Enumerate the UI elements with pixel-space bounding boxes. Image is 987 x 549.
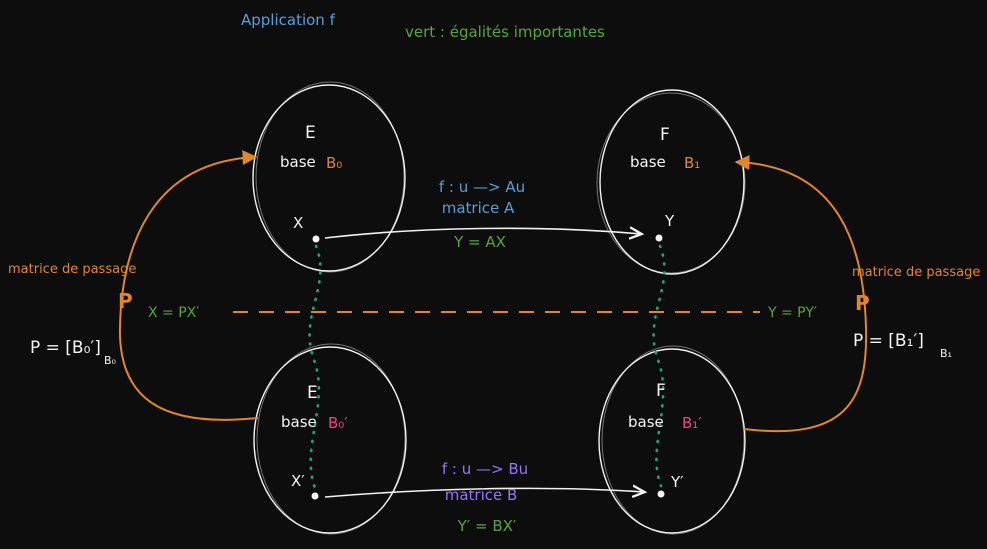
left-passage-formula: P = [B₀′]	[30, 338, 101, 358]
x-to-xprime-dotted	[308, 244, 322, 490]
ellipse-top-left-E	[252, 81, 406, 273]
right-equation-y-py: Y = PY′	[767, 305, 817, 321]
application-title: Application f	[241, 11, 336, 29]
right-passage-formula-subscript: B₁	[940, 347, 952, 360]
ellipse-bottom-right-F	[598, 345, 746, 535]
top-map-function: f : u —> Au	[439, 178, 525, 196]
bottom-map-matrix: matrice B	[445, 486, 518, 504]
left-passage-label: matrice de passage	[8, 262, 136, 277]
base-label-top-left: base	[280, 153, 316, 171]
left-passage-arrow	[118, 150, 259, 421]
base-name-B1-prime: B₁′	[682, 414, 702, 432]
ellipse-top-right-F	[596, 89, 746, 275]
point-label-x: X	[293, 214, 303, 232]
point-label-y-prime: Y′	[670, 473, 684, 491]
space-label-E-top: E	[305, 123, 316, 143]
base-label-top-right: base	[630, 153, 666, 171]
point-x	[312, 235, 320, 243]
right-passage-label: matrice de passage	[852, 265, 980, 280]
bottom-map-arrow	[324, 488, 644, 497]
bottom-map-function: f : u —> Bu	[442, 460, 528, 478]
legend-green-note: vert : égalités importantes	[405, 23, 605, 41]
ellipse-bottom-left-E	[253, 343, 407, 535]
point-y	[655, 234, 663, 242]
space-label-F-top: F	[660, 125, 670, 145]
base-name-B0-prime: B₀′	[328, 414, 348, 432]
y-to-yprime-dotted	[652, 244, 666, 488]
space-label-E-bottom: E	[307, 383, 318, 403]
bottom-map-equation: Y′ = BX′	[457, 517, 517, 535]
point-label-y: Y	[664, 212, 675, 230]
left-passage-symbol: P	[118, 289, 133, 313]
base-name-B0: B₀	[326, 154, 342, 172]
right-passage-arrow	[734, 155, 868, 433]
base-name-B1: B₁	[684, 154, 700, 172]
right-passage-formula: P = [B₁′]	[853, 331, 924, 351]
space-label-F-bottom: F	[656, 381, 666, 401]
top-map-arrow	[324, 228, 641, 238]
base-label-bottom-left: base	[281, 413, 317, 431]
top-map-matrix: matrice A	[442, 199, 515, 217]
point-y-prime	[657, 490, 665, 498]
base-label-bottom-right: base	[628, 413, 664, 431]
left-passage-formula-subscript: B₀	[104, 354, 117, 367]
point-x-prime	[311, 492, 319, 500]
top-map-equation: Y = AX	[453, 233, 506, 251]
left-equation-x-px: X = PX′	[148, 305, 199, 321]
point-label-x-prime: X′	[291, 472, 305, 490]
right-passage-symbol: P	[855, 291, 870, 315]
